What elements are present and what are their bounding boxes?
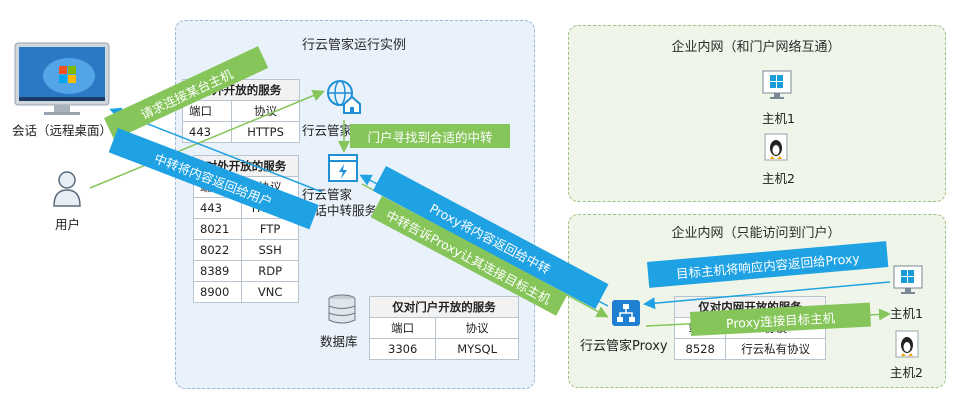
user-icon <box>52 170 82 208</box>
port-cell: 8389 <box>192 260 243 282</box>
protocol-cell: MYSQL <box>435 338 519 360</box>
protocol-cell: 行云私有协议 <box>725 338 826 360</box>
protocol-cell: HTTPS <box>231 121 300 143</box>
intranet-isolated-title: 企业内网（只能访问到门户） <box>671 226 841 241</box>
linux-host-icon <box>764 133 788 161</box>
portal-only-caption: 仅对门户开放的服务 <box>369 296 519 318</box>
remote-desktop-monitor-icon <box>14 42 110 116</box>
database-icon <box>327 294 357 326</box>
proxy-label: 行云管家Proxy <box>580 339 668 354</box>
db-label: 数据库 <box>320 334 358 349</box>
intranet-connected-title: 企业内网（和门户网络互通） <box>671 40 841 55</box>
host1-label: 主机1 <box>762 111 795 126</box>
table-header-port: 端口 <box>181 100 233 122</box>
port-cell: 443 <box>181 121 233 143</box>
relay-window-icon <box>328 154 358 182</box>
flow-portal-find-relay-banner: 门户寻找到合适的中转 <box>350 124 510 148</box>
port-cell: 3306 <box>368 338 437 360</box>
host2-label: 主机2 <box>762 171 795 186</box>
portal-globe-icon <box>325 78 361 114</box>
runtime-instance-title: 行云管家运行实例 <box>301 38 406 53</box>
table-header-protocol: 协议 <box>435 317 519 339</box>
windows-host-icon <box>762 70 792 100</box>
intranet-connected-panel <box>568 25 946 202</box>
port-cell: 8900 <box>192 281 243 303</box>
proxy-network-icon <box>612 300 640 326</box>
protocol-cell: SSH <box>241 239 299 261</box>
protocol-cell: VNC <box>241 281 299 303</box>
windows-host-icon <box>893 265 923 295</box>
host2-label: 主机2 <box>890 365 923 380</box>
relay-label: 行云管家 会话中转服务 <box>302 187 378 218</box>
host1-label: 主机1 <box>890 306 923 321</box>
session-label: 会话（远程桌面） <box>12 123 113 138</box>
user-label: 用户 <box>55 217 81 232</box>
linux-host-icon <box>895 330 919 358</box>
port-cell: 8528 <box>673 338 727 360</box>
port-cell: 8022 <box>192 239 243 261</box>
